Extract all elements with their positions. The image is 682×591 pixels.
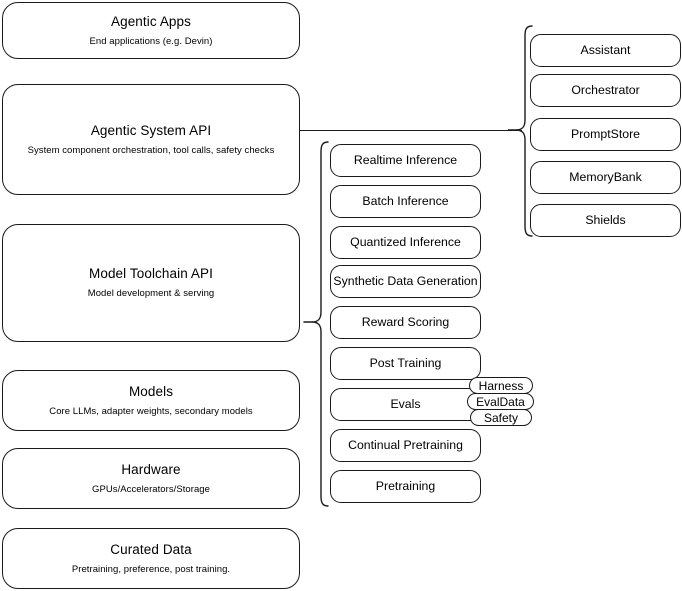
component-label: Assistant [580,42,631,57]
connector-line-system-api-to-components [300,130,522,132]
layer-title: Model Toolchain API [89,266,213,282]
capability-label: Evals [390,396,421,411]
layer-box-hardware[interactable]: Hardware GPUs/Accelerators/Storage [2,448,300,509]
layer-box-agentic-apps[interactable]: Agentic Apps End applications (e.g. Devi… [2,2,300,59]
capability-box-synthetic-data-generation[interactable]: Synthetic Data Generation [330,265,481,298]
capability-label: Realtime Inference [353,152,458,167]
component-box-promptstore[interactable]: PromptStore [530,118,681,151]
layer-title: Hardware [121,461,181,477]
badge-harness[interactable]: Harness [469,377,533,394]
capability-label: Reward Scoring [361,314,450,329]
component-label: PromptStore [570,126,641,141]
layer-subtitle: Pretraining, preference, post training. [71,563,231,575]
layer-subtitle: System component orchestration, tool cal… [27,144,275,156]
layer-box-agentic-system-api[interactable]: Agentic System API System component orch… [2,84,300,195]
capability-box-realtime-inference[interactable]: Realtime Inference [330,144,481,177]
badge-label: Harness [478,378,524,393]
capability-label: Synthetic Data Generation [333,273,478,288]
layer-subtitle: GPUs/Accelerators/Storage [92,483,210,495]
capability-label: Continual Pretraining [348,437,463,452]
capability-box-evals[interactable]: Evals [330,388,481,421]
badge-safety[interactable]: Safety [470,409,532,426]
layer-subtitle: Model development & serving [87,288,215,299]
capability-box-post-training[interactable]: Post Training [330,347,481,380]
capability-label: Post Training [369,355,442,370]
component-box-orchestrator[interactable]: Orchestrator [530,74,681,107]
layer-box-curated-data[interactable]: Curated Data Pretraining, preference, po… [2,528,300,589]
layer-box-model-toolchain-api[interactable]: Model Toolchain API Model development & … [2,224,300,342]
component-label: Shields [585,212,626,227]
layer-title: Curated Data [110,541,192,557]
layer-subtitle: Core LLMs, adapter weights, secondary mo… [49,405,253,417]
component-label: MemoryBank [569,169,642,184]
component-box-memorybank[interactable]: MemoryBank [530,161,681,194]
badge-label: EvalData [476,394,525,409]
capability-box-reward-scoring[interactable]: Reward Scoring [330,306,481,339]
capability-label: Batch Inference [362,193,449,208]
badge-evaldata[interactable]: EvalData [467,393,534,410]
component-box-shields[interactable]: Shields [530,204,681,237]
component-label: Orchestrator [571,82,640,97]
brace-toolchain-capabilities [303,140,329,508]
capability-box-pretraining[interactable]: Pretraining [330,470,481,503]
capability-box-continual-pretraining[interactable]: Continual Pretraining [330,429,481,462]
layer-title: Agentic System API [90,122,212,138]
badge-label: Safety [483,410,519,425]
layer-title: Agentic Apps [110,13,191,29]
layer-title: Models [128,383,174,399]
capability-box-batch-inference[interactable]: Batch Inference [330,185,481,218]
capability-label: Quantized Inference [350,234,461,249]
layer-subtitle: End applications (e.g. Devin) [89,35,213,47]
capability-label: Pretraining [375,478,436,493]
capability-box-quantized-inference[interactable]: Quantized Inference [330,226,481,259]
component-box-assistant[interactable]: Assistant [530,34,681,67]
layer-box-models[interactable]: Models Core LLMs, adapter weights, secon… [2,370,300,431]
